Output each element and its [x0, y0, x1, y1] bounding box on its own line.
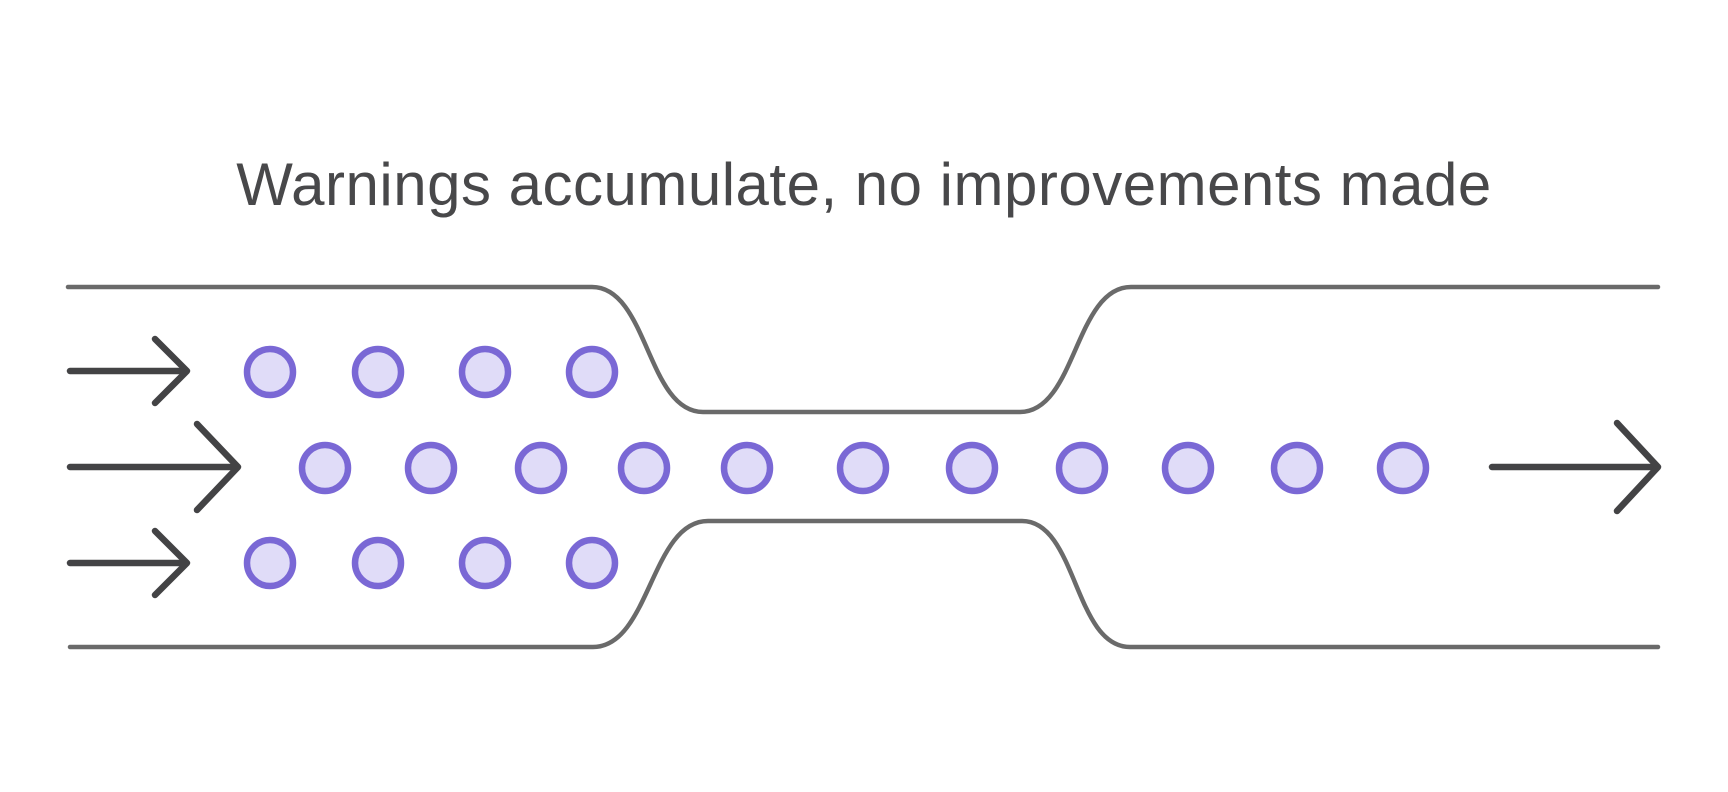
outflow-arrow: [1488, 419, 1662, 515]
warning-dot: [1055, 441, 1109, 495]
warning-dot: [458, 345, 512, 399]
warning-dot: [351, 345, 405, 399]
inflow-arrow-top: [66, 335, 191, 407]
warning-dot: [617, 441, 671, 495]
warning-dots-row-middle: [298, 441, 1430, 495]
warning-dot: [243, 536, 297, 590]
warning-dot: [1376, 441, 1430, 495]
warning-dot: [1161, 441, 1215, 495]
warning-dot: [720, 441, 774, 495]
warning-dot: [351, 536, 405, 590]
warning-dot: [458, 536, 512, 590]
inflow-arrow-middle: [66, 420, 242, 514]
warning-dots-row-top: [243, 345, 619, 399]
warning-dot: [243, 345, 297, 399]
inflow-arrow-bottom-head: [151, 527, 191, 599]
warning-dots-row-bottom: [243, 536, 619, 590]
inflow-arrow-bottom: [66, 527, 191, 599]
outflow-arrow-head: [1613, 419, 1662, 515]
warning-dot: [1270, 441, 1324, 495]
inflow-arrow-top-head: [151, 335, 191, 407]
inflow-arrows: [66, 335, 242, 599]
warning-dot: [565, 536, 619, 590]
warning-dot: [404, 441, 458, 495]
warning-dot: [836, 441, 890, 495]
warning-dot: [514, 441, 568, 495]
outflow-arrows: [1488, 419, 1662, 515]
pipe-walls: [65, 284, 1661, 650]
pipe-wall-bottom: [67, 518, 1661, 650]
pipe-wall-top: [65, 284, 1661, 415]
inflow-arrow-middle-head: [193, 420, 242, 514]
warning-dot: [945, 441, 999, 495]
diagram-title: Warnings accumulate, no improvements mad…: [236, 151, 1491, 218]
warning-dot: [565, 345, 619, 399]
warning-dot: [298, 441, 352, 495]
warning-dots: [243, 345, 1430, 590]
